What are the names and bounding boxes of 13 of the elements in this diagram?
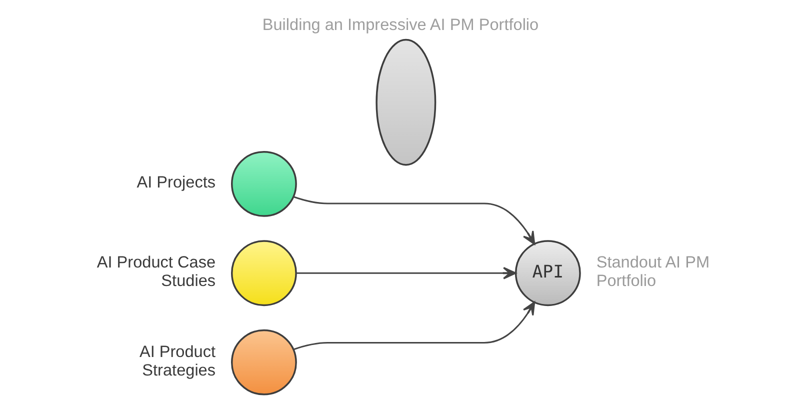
node-circle: API	[514, 240, 580, 306]
arrow	[292, 301, 535, 350]
node-label: AI Projects	[136, 174, 216, 192]
diagram-title: Building an Impressive AI PM Portfolio	[262, 16, 538, 34]
arrow	[296, 266, 516, 280]
arrow	[292, 196, 535, 245]
node-lens	[375, 38, 436, 166]
node-label: AI Product Strategies	[138, 342, 216, 380]
node-label: Standout AI PM Portfolio	[596, 254, 710, 290]
node-circle	[230, 240, 296, 306]
node-circle	[230, 150, 296, 217]
node-circle	[230, 329, 296, 396]
node-label: AI Product Case Studies	[96, 254, 216, 290]
